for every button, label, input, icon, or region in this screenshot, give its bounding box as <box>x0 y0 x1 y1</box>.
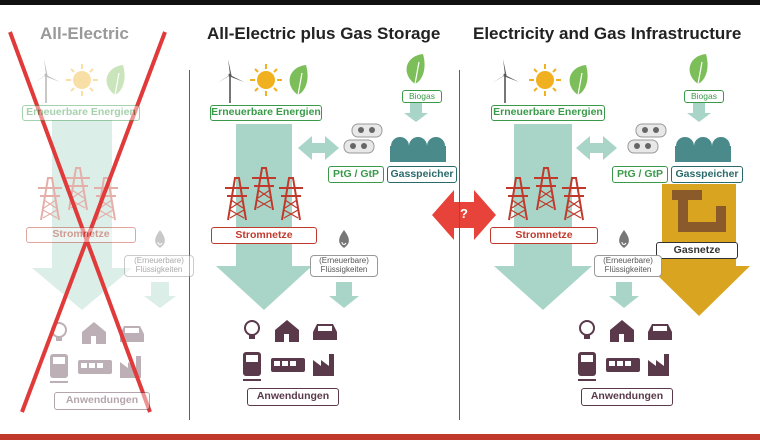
ptg-label: PtG / GtP <box>328 166 384 183</box>
grid-label: Stromnetze <box>490 227 598 244</box>
panel-divider <box>189 70 190 420</box>
panel-2-title: All-Electric plus Gas Storage <box>207 24 441 43</box>
grid-label: Stromnetze <box>26 227 136 243</box>
panel-1-title: All-Electric <box>40 24 129 43</box>
renewables-label: Erneuerbare Energien <box>491 105 605 121</box>
renewables-label: Erneuerbare Energien <box>22 105 140 121</box>
grid-label: Stromnetze <box>211 227 317 244</box>
top-border <box>0 0 760 5</box>
gas-grid-label: Gasnetze <box>656 242 738 259</box>
gas-storage-label: Gasspeicher <box>671 166 743 183</box>
renewables-label: Erneuerbare Energien <box>210 105 322 121</box>
liquids-label: (Erneuerbare) Flüssigkeiten <box>594 255 662 277</box>
biogas-label: Biogas <box>402 90 442 103</box>
liquids-label: (Erneuerbare) Flüssigkeiten <box>124 255 194 277</box>
question-marker: ? <box>460 206 468 221</box>
ptg-label: PtG / GtP <box>612 166 668 183</box>
gas-storage-label: Gasspeicher <box>387 166 457 183</box>
bottom-border <box>0 434 760 440</box>
applications-label: Anwendungen <box>581 388 673 406</box>
panel-divider <box>459 70 460 420</box>
applications-label: Anwendungen <box>54 392 150 410</box>
panel-3-title: Electricity and Gas Infrastructure <box>473 24 742 43</box>
liquids-label: (Erneuerbare) Flüssigkeiten <box>310 255 378 277</box>
biogas-label: Biogas <box>684 90 724 103</box>
applications-label: Anwendungen <box>247 388 339 406</box>
